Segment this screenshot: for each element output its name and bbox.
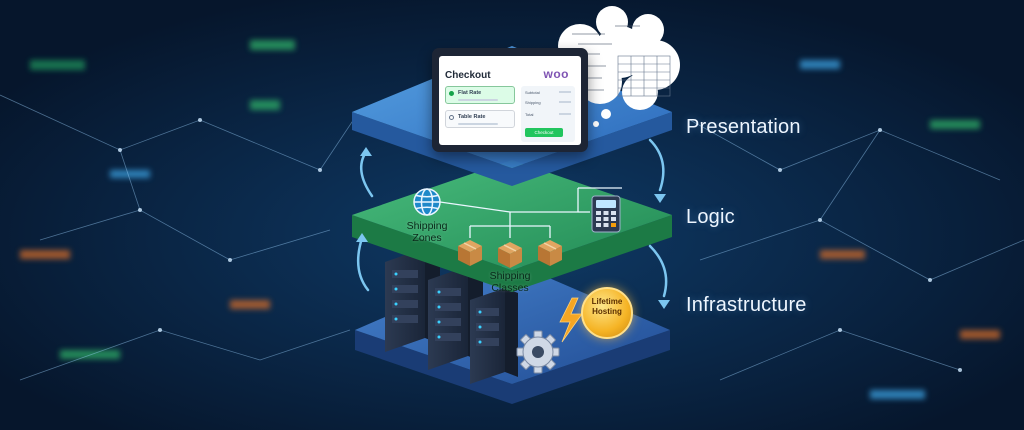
summary-row-label: Total [525,112,534,117]
shipping-option-table-rate[interactable]: Table Rate [445,110,515,128]
checkout-screen: Checkout woo Flat Rate Table Rate Subtot… [439,56,581,145]
server-rack [470,288,518,384]
presentation-layer-label: Presentation [686,116,801,138]
shipping-classes-label: Shipping Classes [489,270,531,294]
lightning-bolt-icon [559,297,583,343]
box-icon [538,240,562,266]
radio-selected-icon [449,91,454,96]
placeholder-line [458,99,498,101]
shipping-option-label: Table Rate [458,114,486,120]
server-racks [385,248,518,384]
checkout-title: Checkout [445,70,491,81]
gear-icon [516,330,560,374]
placeholder-line [559,91,571,93]
calculator-icon [591,195,621,233]
background-network-nodes [118,118,962,372]
badge-text: Lifetime Hosting [591,297,623,316]
box-icon [458,240,482,266]
checkout-tablet: Checkout woo Flat Rate Table Rate Subtot… [432,48,588,152]
arrow-heads [356,147,670,309]
globe-icon [413,188,441,216]
placeholder-line [559,101,571,103]
summary-row-label: Subtotal [525,90,540,95]
lifetime-hosting-badge [581,287,633,339]
box-icon [498,242,522,268]
radio-icon [449,115,454,120]
shipping-option-label: Flat Rate [458,90,482,96]
shipping-option-flat-rate[interactable]: Flat Rate [445,86,515,104]
placeholder-line [458,123,498,125]
logic-layer-label: Logic [686,206,735,228]
infrastructure-layer-label: Infrastructure [686,294,807,316]
shipping-zones-label: Shipping Zones [406,220,448,244]
flow-arrows [356,138,668,298]
order-summary: Subtotal Shipping Total Checkout [521,86,575,142]
woo-logo: woo [543,67,569,81]
logic-connectors [439,187,622,238]
checkout-button[interactable]: Checkout [525,128,563,137]
placeholder-line [559,113,571,115]
summary-row-label: Shipping [525,100,541,105]
background-server-lights [20,40,1000,399]
